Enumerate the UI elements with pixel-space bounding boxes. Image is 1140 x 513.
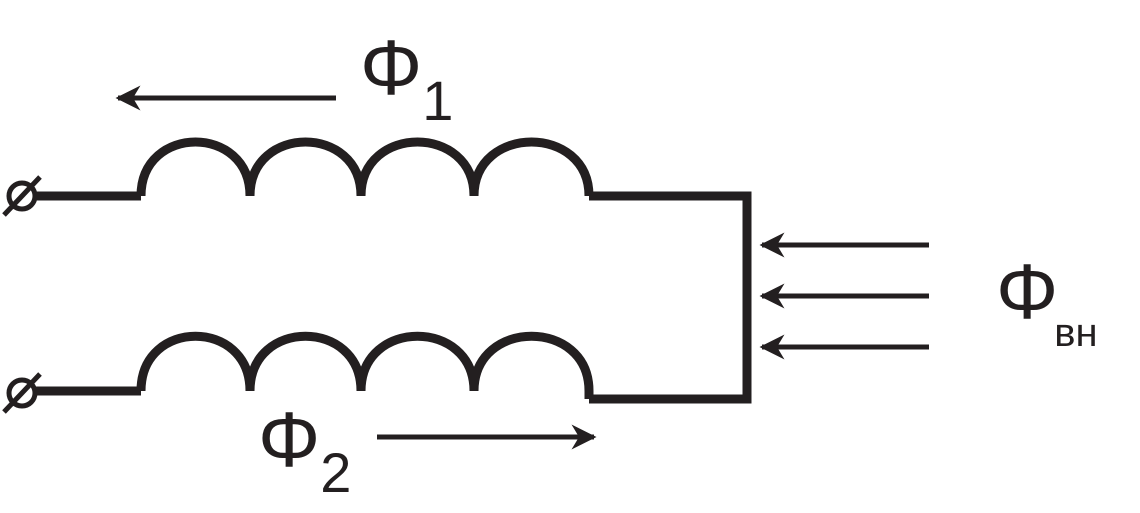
label-phi-ext-symbol: Φ bbox=[996, 247, 1059, 335]
wire-right-loop bbox=[589, 191, 752, 404]
label-phi1-symbol: Φ bbox=[360, 23, 423, 111]
label-phi2: Φ2 bbox=[258, 400, 351, 501]
label-phi1: Φ1 bbox=[360, 28, 453, 129]
terminal-bottom bbox=[2, 372, 42, 414]
terminal-top bbox=[2, 175, 42, 217]
label-phi1-subscript: 1 bbox=[422, 69, 454, 132]
label-phi-ext-subscript: вн bbox=[1054, 311, 1098, 355]
coil-bottom bbox=[136, 331, 594, 399]
coil-top bbox=[136, 137, 594, 197]
label-phi2-subscript: 2 bbox=[320, 441, 352, 504]
label-phi-ext: Φвн bbox=[996, 252, 1102, 353]
label-phi2-symbol: Φ bbox=[258, 395, 321, 483]
